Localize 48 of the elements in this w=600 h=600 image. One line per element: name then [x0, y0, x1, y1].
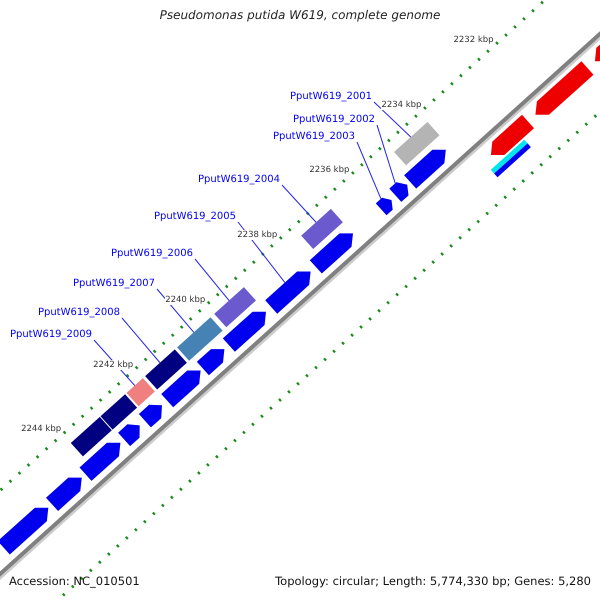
leader-line	[282, 184, 317, 223]
title: Pseudomonas putida W619, complete genome	[160, 8, 440, 22]
gene-label: PputW619_2004	[198, 174, 280, 186]
leader-line	[376, 124, 396, 184]
gene-feature	[310, 233, 353, 274]
gene-feature	[138, 404, 162, 428]
gene-feature	[80, 442, 120, 481]
gene-feature	[118, 424, 140, 446]
gene-feature	[535, 61, 594, 115]
gene-feature	[490, 114, 534, 155]
gene-block	[126, 378, 155, 406]
gene-label: PputW619_2006	[110, 248, 193, 260]
scale-label: 2242 kbp	[93, 360, 134, 370]
gene-block	[70, 416, 112, 456]
gene-block	[394, 122, 440, 166]
gene-label: PputW619_2001	[290, 91, 372, 103]
gene-feature	[404, 150, 446, 189]
gene-block	[214, 287, 256, 328]
gene-block	[301, 208, 343, 249]
leader-line	[374, 102, 412, 138]
gene-block	[145, 349, 187, 390]
gene-label: PputW619_2008	[38, 307, 120, 319]
gene-label: PputW619_2005	[154, 211, 236, 223]
leader-line	[156, 288, 194, 333]
gene-label: PputW619_2007	[72, 278, 155, 290]
scale-label: 2244 kbp	[21, 424, 62, 434]
leader-line	[356, 142, 382, 200]
gene-block	[177, 317, 223, 361]
scale-label: 2240 kbp	[165, 294, 206, 305]
scale-label: 2238 kbp	[237, 230, 278, 240]
gene-block	[100, 394, 138, 430]
gene-label: PputW619_2002	[292, 114, 375, 126]
gene-strip	[490, 140, 531, 178]
gene-feature	[222, 312, 266, 352]
footer-text: Accession: NC_010501	[9, 574, 140, 588]
scale-label: 2236 kbp	[309, 164, 350, 175]
scale-label: 2234 kbp	[381, 100, 422, 110]
gene-feature	[376, 198, 393, 216]
gene-feature	[265, 272, 311, 314]
gene-feature	[389, 182, 408, 202]
gene-label: PputW619_2009	[10, 329, 92, 341]
footer-text: Topology: circular; Length: 5,774,330 bp; Genes: 5,280	[275, 574, 591, 588]
gene-feature	[161, 370, 201, 408]
gene-feature	[0, 508, 48, 554]
gene-feature	[46, 478, 82, 511]
scale-label: 2232 kbp	[453, 35, 494, 46]
gene-feature	[196, 349, 224, 376]
gene-label: PputW619_2003	[272, 131, 355, 143]
